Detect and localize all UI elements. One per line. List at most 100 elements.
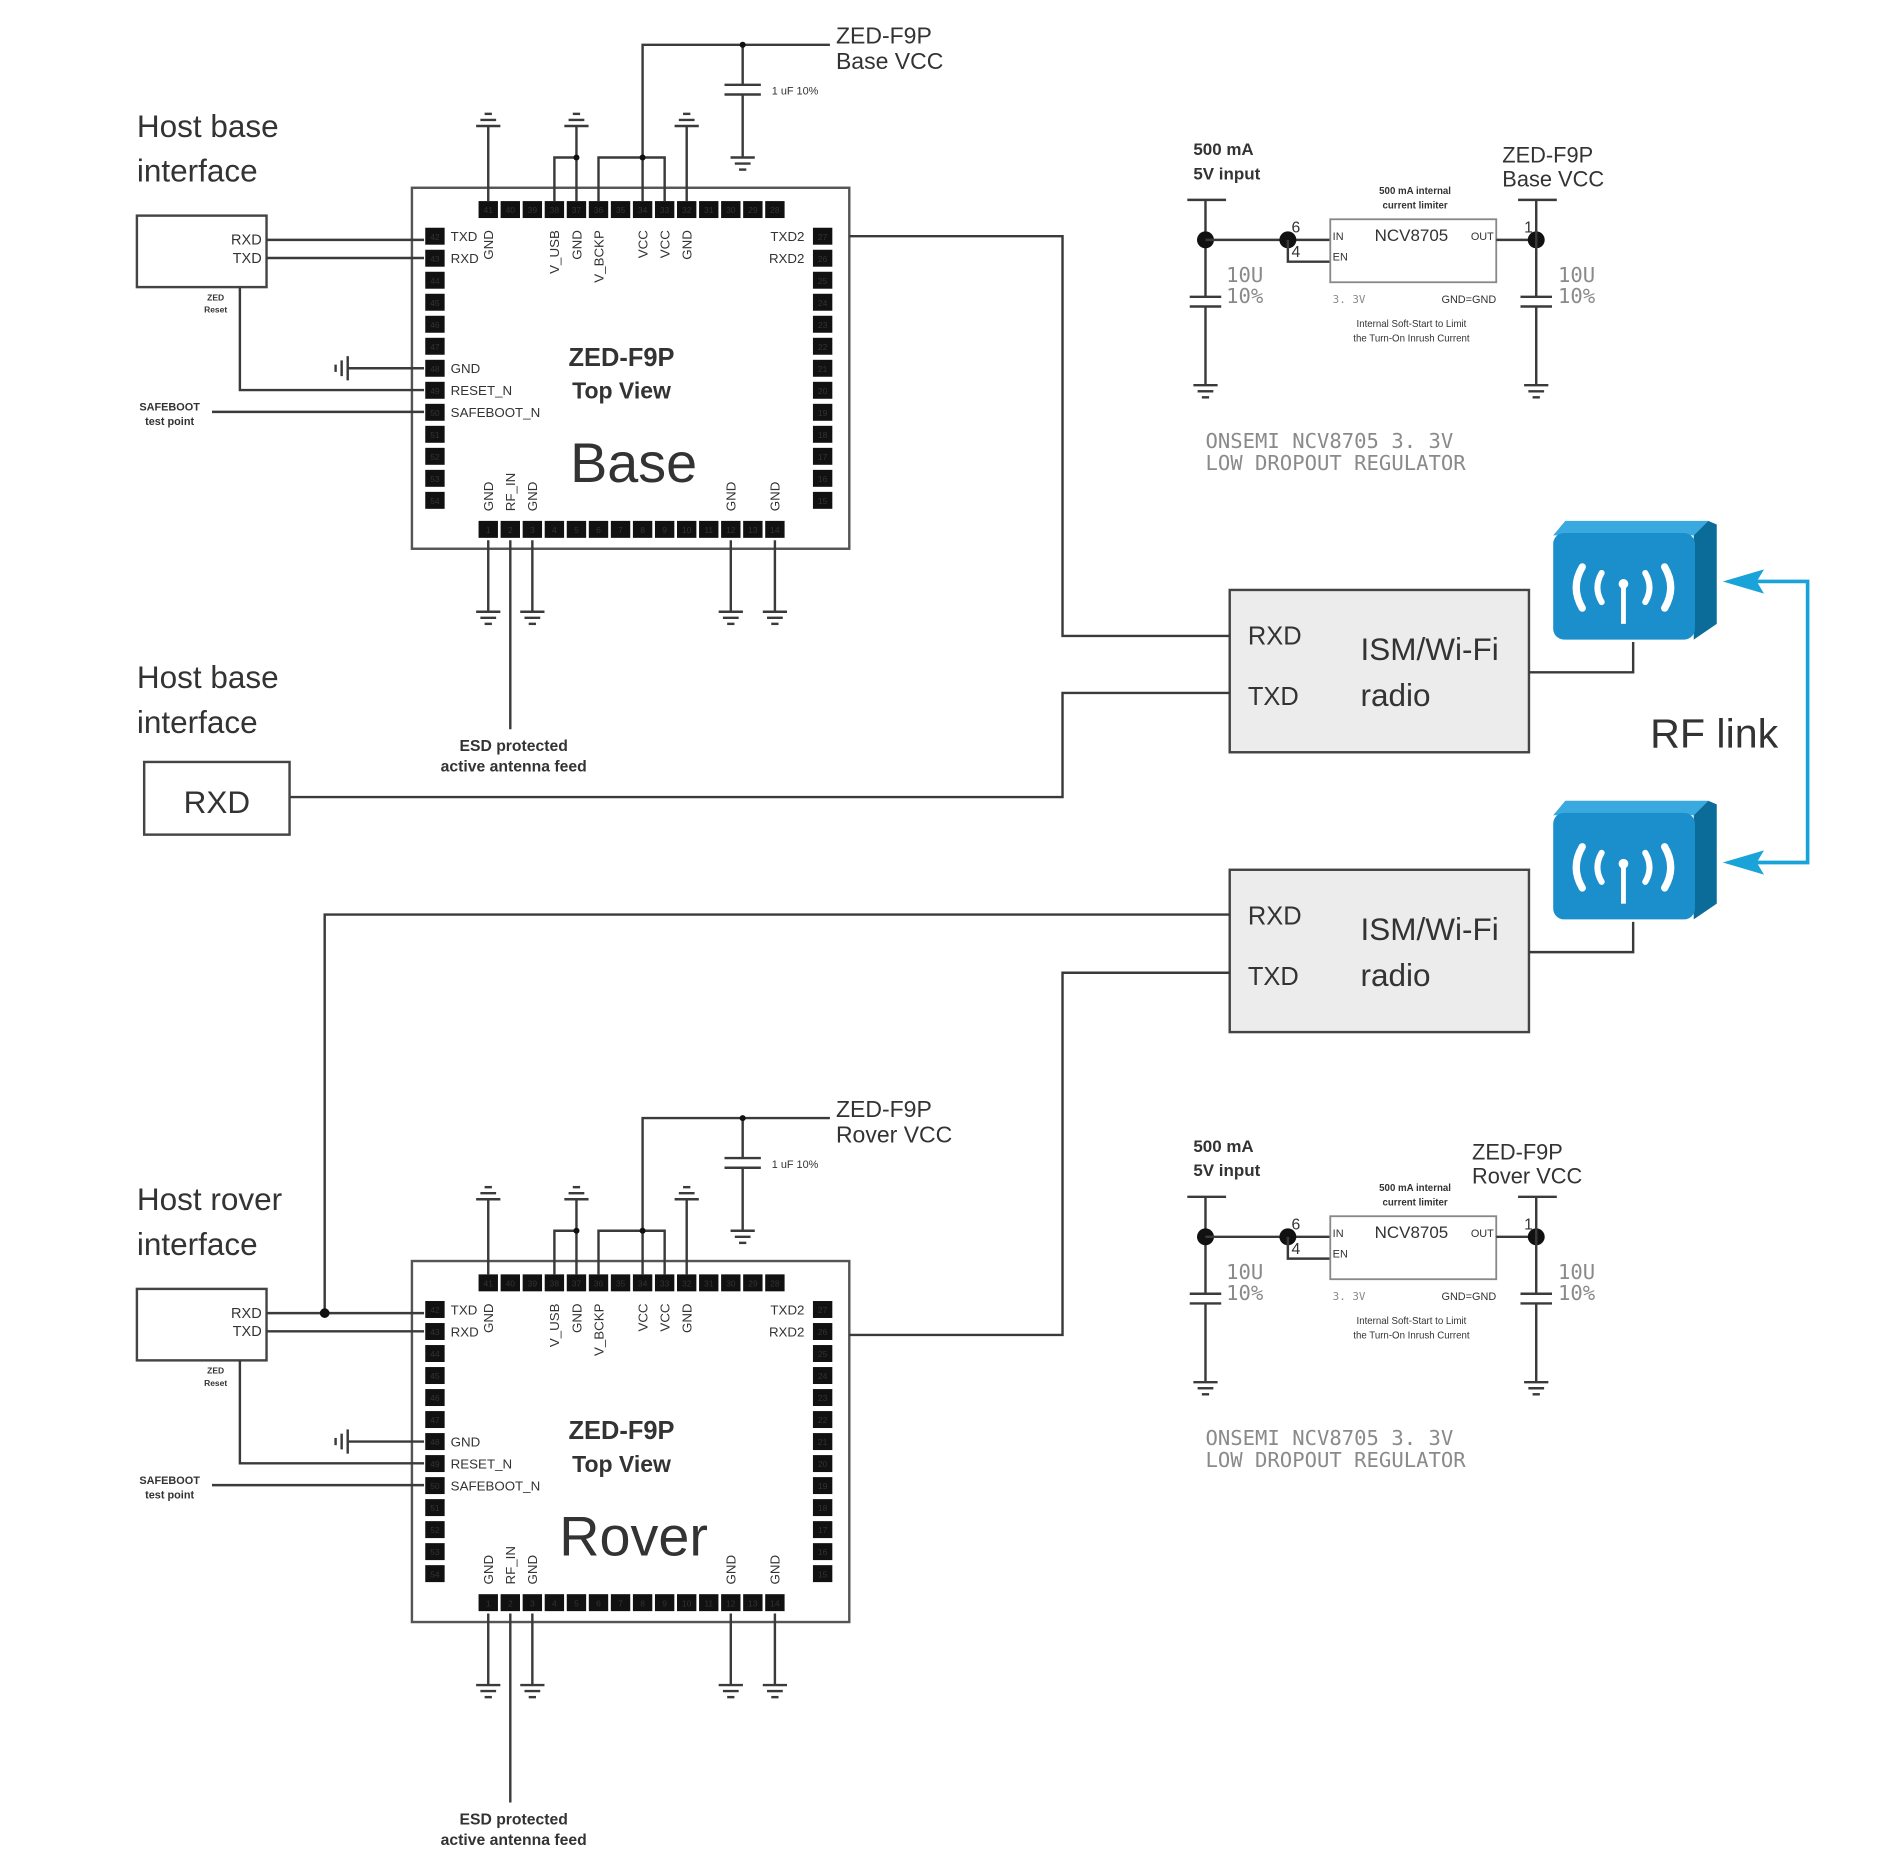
pin-pad [699,520,719,538]
base-host-interface-box [135,214,268,289]
safeboot-label: SAFEBOOT [139,402,200,414]
pin-label: EN [1333,251,1348,263]
wire [597,156,666,202]
wire [597,1229,666,1275]
vcc-label: ZED-F9P [836,1096,932,1122]
pin-number: 16 [818,474,828,484]
junction-dot [1197,1228,1214,1246]
safeboot-label: test point [145,416,194,428]
ism-wifi-radio-box [1228,868,1531,1034]
pin-number: 11 [704,525,713,535]
pin-number: 29 [748,205,758,215]
pin-pad [478,1594,498,1612]
pin-label: RXD2 [769,1324,805,1339]
limiter-label: 500 mA internal [1379,186,1451,197]
rf-link-line [1744,579,1810,865]
pin-label: GND [451,1434,481,1449]
ground-symbol [334,1429,349,1454]
pin-label: V_BCKP [591,1303,606,1356]
junction-dot [639,154,646,161]
pin-label: V_USB [547,1303,562,1347]
reset-label: ZED [207,292,224,302]
pin-label: RF_IN [503,473,518,511]
junction-dot [639,1227,646,1234]
pin-number: 24 [818,298,828,308]
pin-number: 17 [818,1525,828,1535]
ground-symbol [1524,384,1549,399]
pin-pad [654,520,675,538]
wire [1528,642,1635,674]
capacitor-value: 10% [1558,284,1596,308]
pin-pad [743,520,763,538]
pin-pad [544,201,565,219]
vcc-label: Rover VCC [836,1121,952,1147]
reset-label: ZED [207,1366,224,1376]
antenna-tip [1618,579,1629,589]
pin-number: 19 [818,1481,828,1491]
pin-label: V_USB [547,230,562,274]
pin-pad [610,1594,631,1612]
esd-label: ESD protected [459,1811,567,1828]
pin-pad [812,1565,833,1583]
pin-pad [425,315,445,333]
ground-symbol [762,1683,788,1699]
pin-label: VCC [657,1303,672,1331]
pin-number: 19 [818,408,828,418]
pin-pad [425,1543,445,1561]
antenna-tip [1618,858,1629,869]
pin-label: IN [1333,231,1344,243]
pin-pad [425,1455,445,1473]
ncv8705-regulator [1329,218,1498,284]
ground-symbol [730,1229,755,1245]
pin-label: RXD2 [769,251,805,266]
pin-pad [544,520,565,538]
pin-pad [812,425,833,443]
pin-pad [500,520,520,538]
pin-number: 25 [818,276,828,286]
pin-label: RXD [451,1324,479,1339]
pin-number: 12 [726,1598,736,1608]
pin-number: 44 [430,1349,440,1359]
pin-pad [743,201,763,219]
pin-number: 42 [430,1305,440,1315]
ncv8705-regulator [1329,1215,1498,1281]
host-pin-label: TXD [233,1324,262,1340]
wire [641,1116,830,1275]
wire [1528,921,1635,954]
pin-number: 3 [530,525,535,535]
pin-pad [699,1594,719,1612]
wire [553,1229,577,1275]
pin-number: 42 [430,232,440,242]
pin-pad [765,1594,785,1612]
pin-pad [699,201,719,219]
pin-pad [425,1323,445,1340]
pin-pad [654,1594,675,1612]
pin-pad [812,1345,833,1362]
pin-number: 51 [430,1503,440,1513]
pin-pad [500,1594,520,1612]
junction-dot [1197,231,1214,249]
capacitor-value: 10% [1558,1281,1596,1305]
pin-number: 26 [818,1327,828,1337]
ground-symbol [762,610,788,626]
pin-number: 14 [770,525,780,535]
pin-pad [812,271,833,289]
pin-label: GND [481,1555,496,1585]
capacitor-value: 10% [1226,284,1264,308]
pin-number: 10 [682,525,692,535]
pin-pad [721,201,741,219]
pin-number: 16 [818,1547,828,1557]
pin-pad [425,447,445,465]
input-label: 5V input [1193,164,1260,183]
wire [849,235,1230,638]
pin-pad [654,1274,675,1292]
pin-pad [522,1594,543,1612]
ground-symbol [1193,1380,1218,1396]
pin-number: 1 [486,1598,491,1608]
pin-number: 50 [430,408,440,418]
radio-pin-label: RXD [1248,902,1302,930]
pin-number: 6 [596,525,601,535]
pin-pad [743,1274,763,1292]
pin-pad [425,1367,445,1385]
pin-number: 3 [530,1598,535,1608]
